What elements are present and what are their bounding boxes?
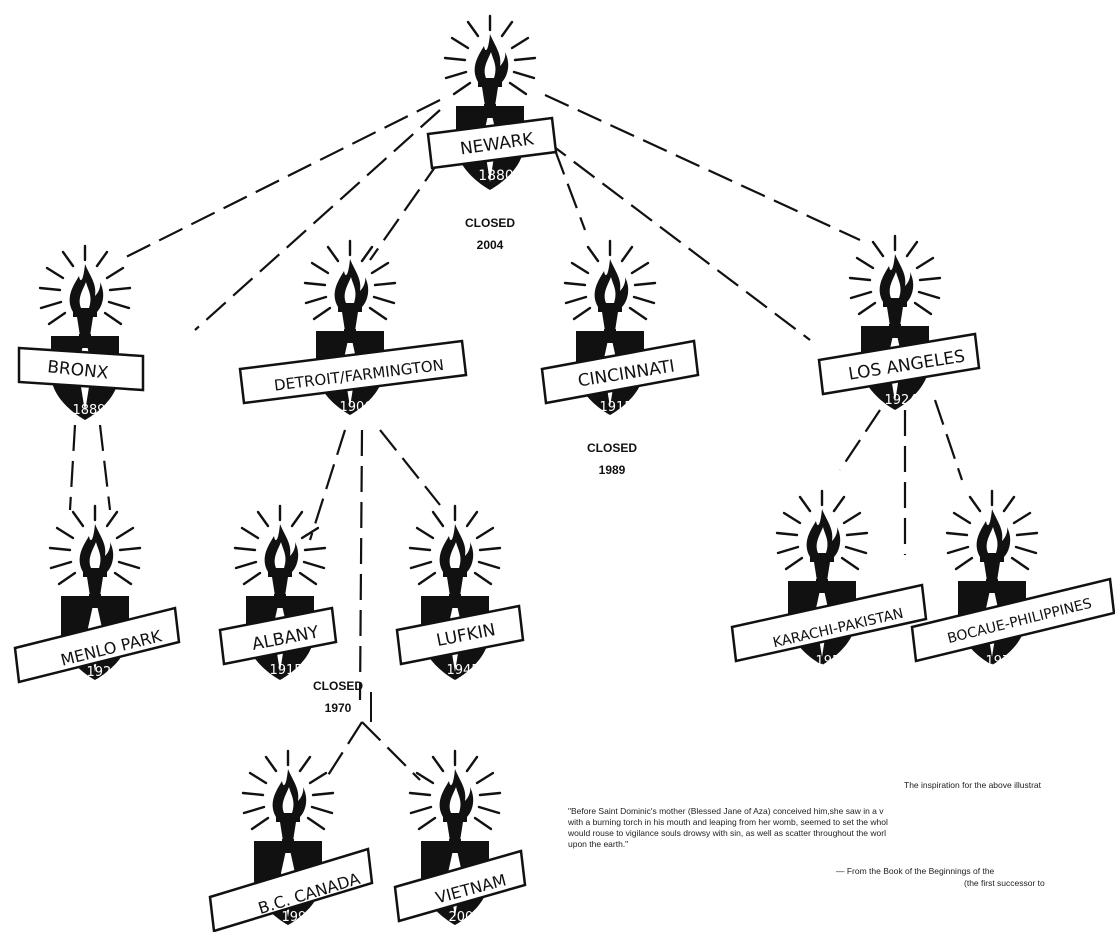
quote-line-4: upon the earth." xyxy=(568,839,628,850)
node-bccanada: B.C. CANADA 1999 xyxy=(210,751,372,931)
quote-line-2: with a burning torch in his mouth and le… xyxy=(568,817,888,828)
node-cincinnati: CINCINNATI 1915 xyxy=(542,241,698,415)
edge-detroit-albany xyxy=(310,430,345,540)
node-year: 1999 xyxy=(281,910,314,925)
edge-newark-bronx xyxy=(120,100,440,260)
inspiration-intro: The inspiration for the above illustrat xyxy=(904,780,1041,791)
node-bronx: BRONX 1889 xyxy=(19,246,143,420)
node-bocaue: BOCAUE-PHILIPPINES 1977 xyxy=(912,491,1114,669)
quote-line-3: would rouse to vigilance souls drowsy wi… xyxy=(568,828,886,839)
closed-note-albany: CLOSED 1970 xyxy=(298,675,378,719)
node-newark: NEWARK 1880 xyxy=(428,16,556,190)
edge-closed1970-bccanada xyxy=(325,722,362,780)
edge-losangeles-bocaue xyxy=(935,400,962,480)
node-year: 1880 xyxy=(478,168,514,184)
node-year: 1952 xyxy=(815,654,848,669)
edge-detroit-closed1970 xyxy=(360,430,362,700)
node-year: 1921 xyxy=(86,665,119,680)
closed-year: 1989 xyxy=(572,459,652,481)
connection-lines xyxy=(70,95,962,780)
node-lufkin: LUFKIN 1945 xyxy=(397,506,523,680)
node-karachi: KARACHI-PAKISTAN 1952 xyxy=(732,491,926,669)
closed-label: CLOSED xyxy=(450,212,530,234)
closed-year: 1970 xyxy=(298,697,378,719)
node-year: 1945 xyxy=(446,663,479,678)
closed-label: CLOSED xyxy=(572,437,652,459)
edge-losangeles-karachi xyxy=(840,410,880,470)
edge-newark-losangeles xyxy=(545,95,860,240)
edge-bronx-menlopark-1 xyxy=(100,425,110,510)
node-vietnam: VIETNAM 2002 xyxy=(395,751,525,925)
node-year: 1924 xyxy=(884,393,917,408)
closed-note-newark: CLOSED 2004 xyxy=(450,212,530,256)
edge-newark-menlopark xyxy=(195,110,440,330)
edge-detroit-lufkin xyxy=(380,430,440,505)
edge-newark-detroit xyxy=(370,160,440,260)
node-albany: ALBANY 1915 xyxy=(220,506,336,680)
node-detroit: DETROIT/FARMINGTON 1906 xyxy=(240,241,466,415)
edge-newark-losangeles2 xyxy=(545,140,810,340)
closed-note-cincinnati: CLOSED 1989 xyxy=(572,437,652,481)
node-year: 1889 xyxy=(72,403,105,418)
quote-line-1: "Before Saint Dominic's mother (Blessed … xyxy=(568,806,884,817)
quote-attribution-2: (the first successor to xyxy=(964,878,1045,889)
node-menlopark: MENLO PARK 1921 xyxy=(15,506,179,682)
node-year: 1906 xyxy=(339,400,372,415)
node-year: 2002 xyxy=(448,910,481,925)
edge-closed1970-vietnam xyxy=(362,722,420,780)
closed-year: 2004 xyxy=(450,234,530,256)
edge-newark-cincinnati xyxy=(555,150,585,230)
node-year: 1915 xyxy=(599,400,632,415)
quote-attribution: — From the Book of the Beginnings of the xyxy=(836,866,994,877)
node-year: 1977 xyxy=(985,654,1018,669)
node-losangeles: LOS ANGELES 1924 xyxy=(819,236,979,410)
edge-bronx-menlopark-0 xyxy=(70,425,75,510)
closed-label: CLOSED xyxy=(298,675,378,697)
